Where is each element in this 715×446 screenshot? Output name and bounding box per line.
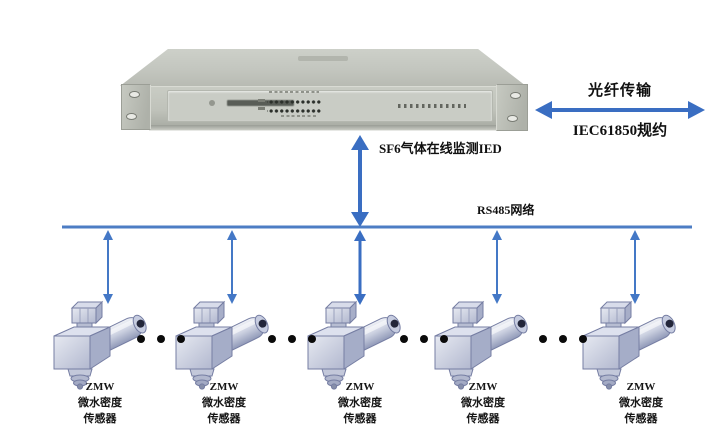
panel-manufacturer-marking — [398, 104, 466, 108]
led-row-label — [258, 99, 265, 102]
fiber-transmission-label: 光纤传输 — [587, 83, 652, 99]
sensor-label-line: 传感器 — [624, 413, 658, 425]
iec61850-protocol-label: IEC61850规约 — [572, 123, 668, 139]
ellipsis-dots — [400, 334, 448, 344]
screw-slot-icon — [510, 92, 521, 99]
sensor-icon — [579, 298, 691, 390]
sensor-label-line: 传感器 — [207, 413, 241, 425]
sensor-label-line: 微水密度 — [202, 397, 246, 409]
device-lid-vent — [298, 56, 348, 61]
device-top-lid — [120, 49, 526, 86]
sensor-label-line: ZMW — [209, 381, 239, 393]
screw-slot-icon — [507, 115, 518, 122]
sensor-drop-arrow-icon — [354, 230, 366, 305]
panel-logo-icon — [209, 100, 215, 106]
sensor-drop-arrow-icon — [492, 230, 502, 304]
led-caption-bottom — [281, 115, 317, 117]
sensor-label-line: 微水密度 — [619, 397, 663, 409]
led-indicator-grid — [267, 95, 321, 114]
rs485-network-label: RS485网络 — [477, 203, 535, 217]
ellipsis-dots — [539, 334, 587, 344]
sensor-label-line: 微水密度 — [78, 397, 122, 409]
sensor-label: ZMW 微水密度 传感器 — [591, 379, 691, 427]
sensor-icon — [431, 298, 543, 390]
rack-ear-left — [121, 84, 151, 130]
sensor-label: ZMW 微水密度 传感器 — [174, 379, 274, 427]
sensor-icon — [50, 298, 162, 390]
ellipsis-dots — [268, 334, 316, 344]
sensor-drop-arrow-icon — [103, 230, 113, 304]
sensor-icon — [172, 298, 284, 390]
sensor-label-line: 微水密度 — [461, 397, 505, 409]
ied-label: SF6气体在线监测IED — [379, 141, 502, 156]
fiber-link-arrow-icon — [535, 101, 705, 119]
sensor-label-line: ZMW — [626, 381, 656, 393]
sensor-drop-arrow-icon — [630, 230, 640, 304]
sensor-label-line: 微水密度 — [338, 397, 382, 409]
screw-slot-icon — [126, 113, 137, 120]
panel-model-marking — [227, 100, 294, 106]
device-bottom-shadow — [149, 125, 497, 131]
sensor-label-line: 传感器 — [83, 413, 117, 425]
sensor-label: ZMW 微水密度 传感器 — [50, 379, 150, 427]
sensor-label-line: ZMW — [85, 381, 115, 393]
sensor-label-line: 传感器 — [343, 413, 377, 425]
ellipsis-dots — [137, 334, 185, 344]
sensor-drop-arrow-icon — [227, 230, 237, 304]
sensor-label: ZMW 微水密度 传感器 — [310, 379, 410, 427]
sensor-icon — [304, 298, 416, 390]
led-caption-top — [269, 91, 319, 93]
rack-ear-right — [496, 84, 528, 131]
ied-to-bus-arrow-icon — [351, 135, 369, 227]
sensor-label-line: ZMW — [468, 381, 498, 393]
sensor-label-line: ZMW — [345, 381, 375, 393]
led-row-label — [258, 107, 265, 110]
sensor-label: ZMW 微水密度 传感器 — [433, 379, 533, 427]
screw-slot-icon — [129, 91, 140, 98]
sensor-label-line: 传感器 — [466, 413, 500, 425]
